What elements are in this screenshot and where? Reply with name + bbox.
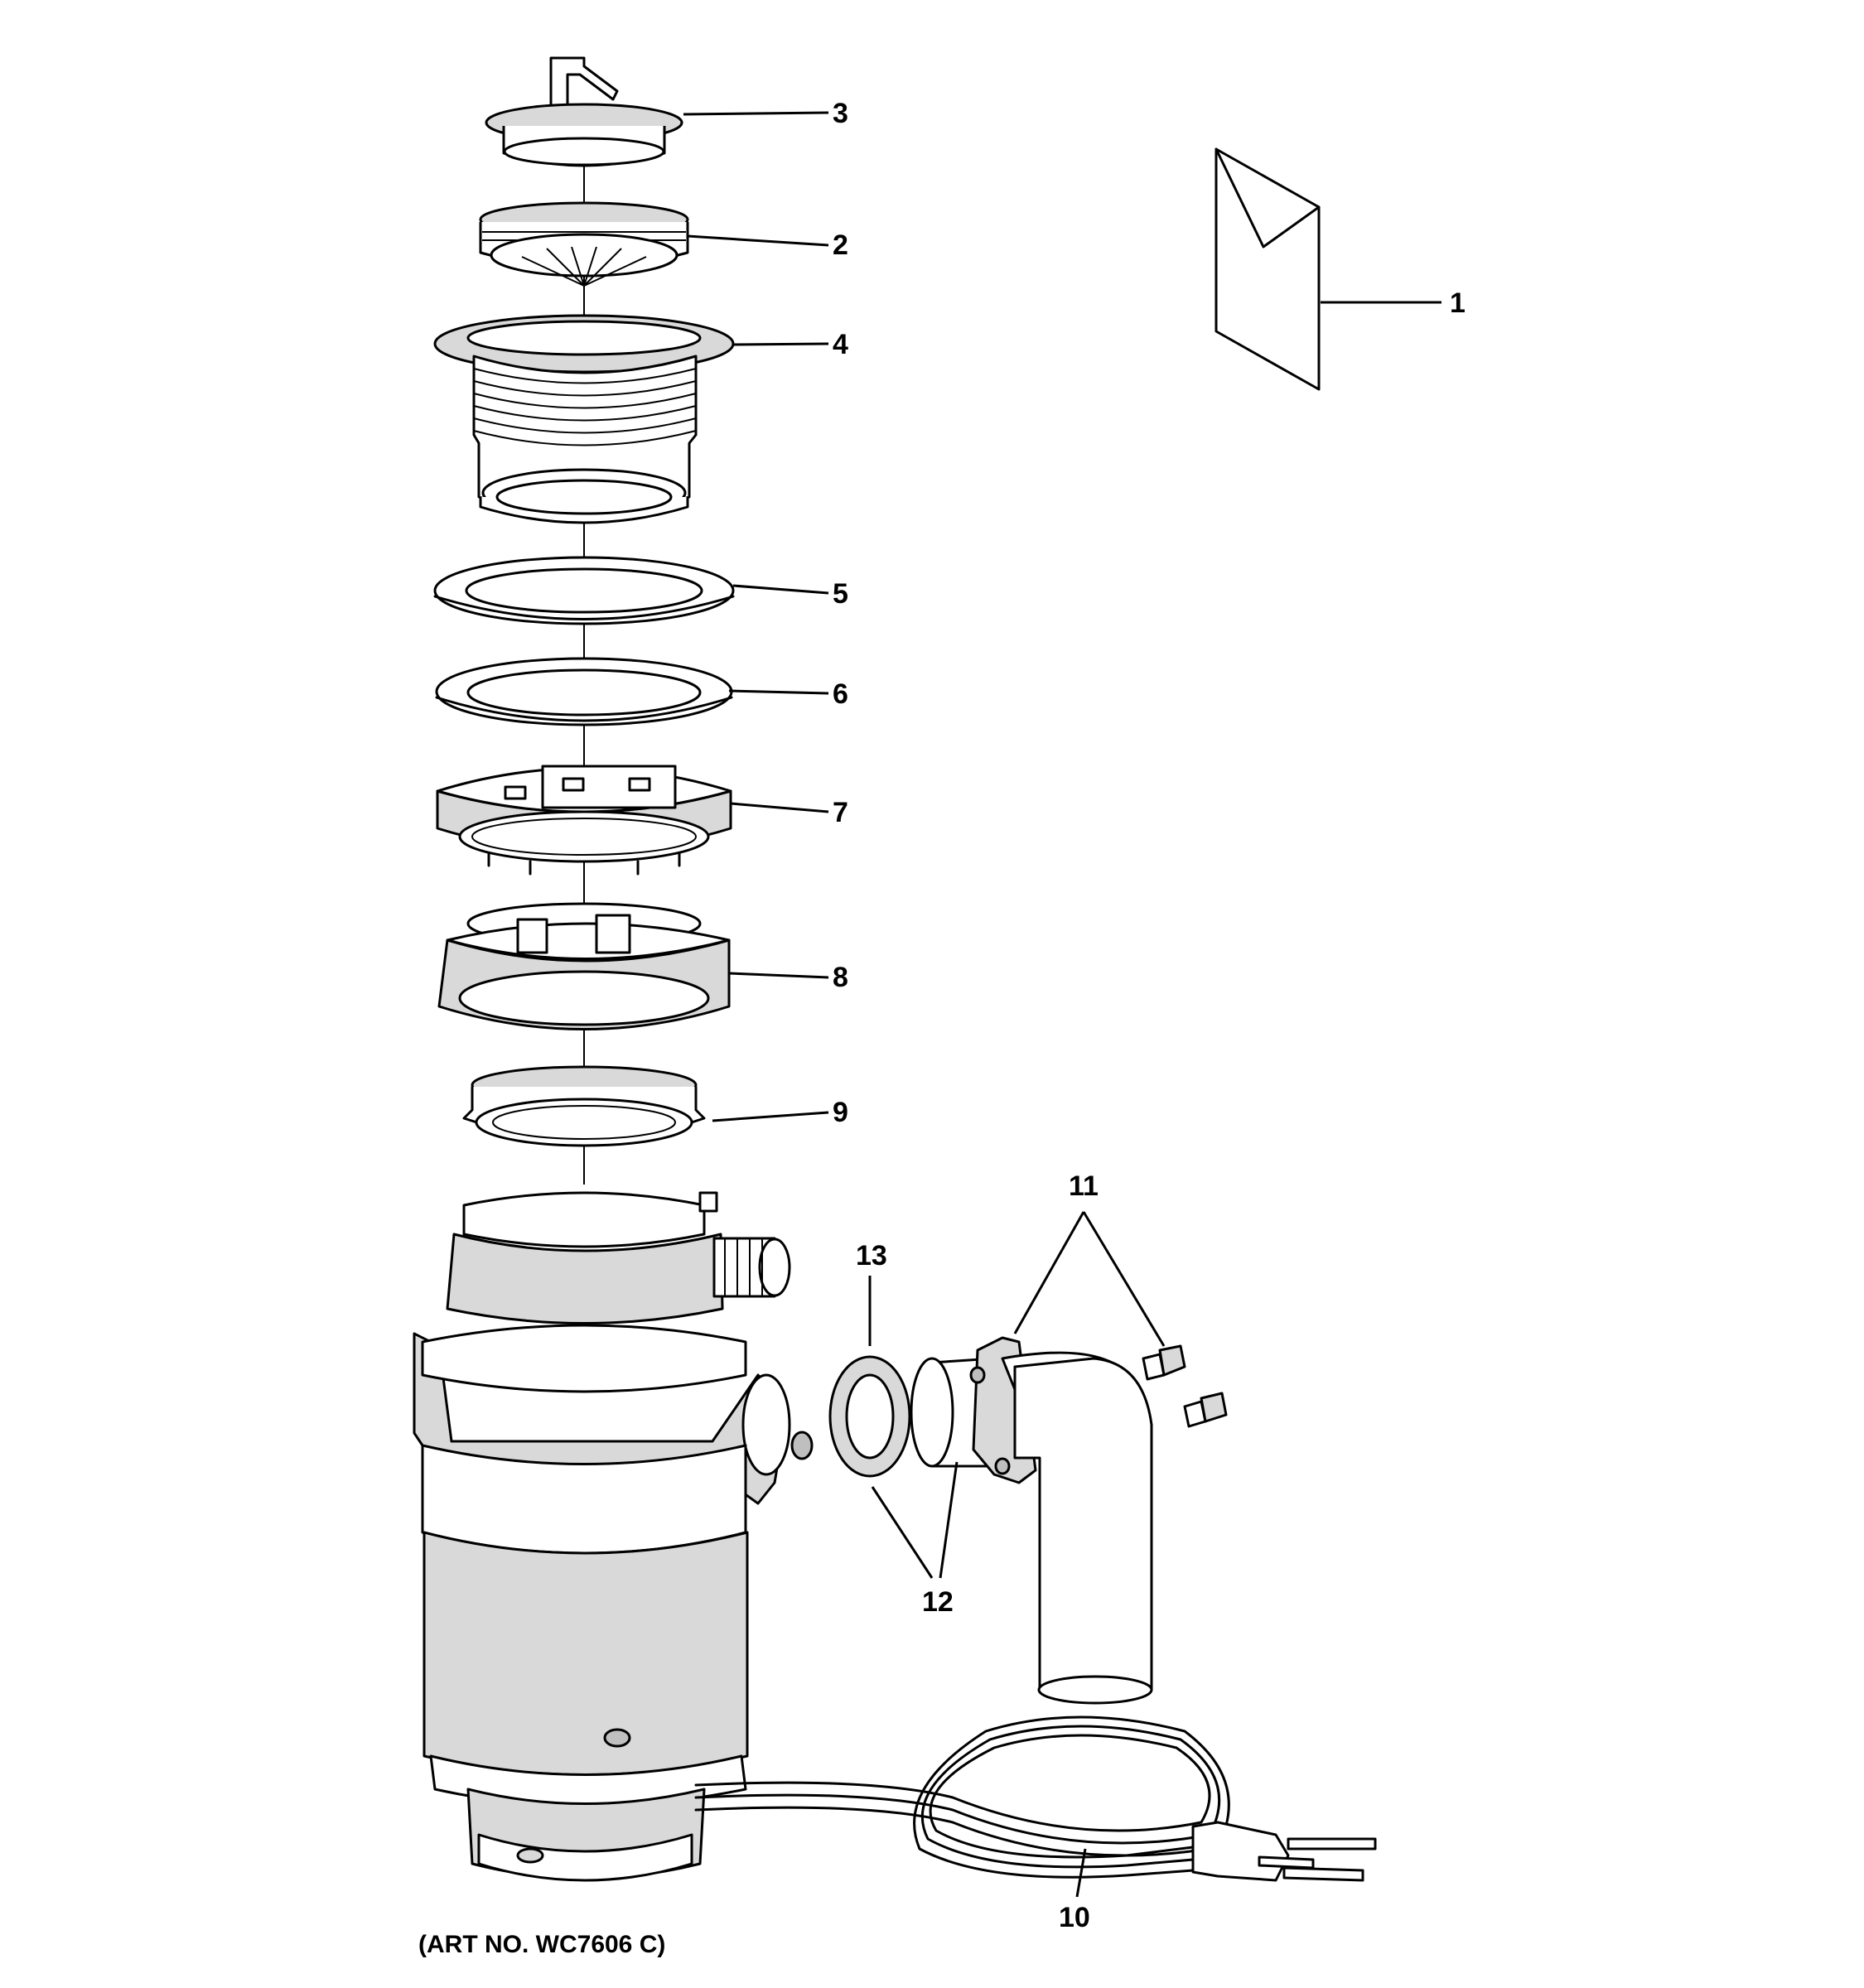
part-discharge-tube [910, 1336, 1153, 1705]
part-mounting-ring [436, 765, 732, 876]
part-bolts [1142, 1344, 1228, 1428]
callout-12: 12 [922, 1586, 954, 1618]
callout-labels: 1 2 3 4 5 6 7 8 9 10 11 12 13 [833, 98, 1466, 1933]
callout-11: 11 [1069, 1170, 1099, 1202]
part-fiber-gasket [433, 556, 735, 625]
callout-4: 4 [833, 329, 848, 360]
part-power-cord [694, 1715, 1377, 1882]
callout-2: 2 [833, 229, 848, 261]
callout-6: 6 [833, 678, 848, 710]
callout-7: 7 [833, 797, 848, 828]
callout-9: 9 [833, 1097, 848, 1128]
part-support-ring [437, 902, 731, 1030]
disposer-body [413, 1191, 814, 1882]
part-backup-ring [435, 657, 733, 726]
leader-lines [683, 111, 1441, 1898]
part-stopper [485, 56, 683, 167]
part-discharge-gasket [828, 1355, 911, 1478]
callout-5: 5 [833, 578, 848, 610]
callout-1: 1 [1450, 287, 1466, 319]
part-instruction-packet [1214, 147, 1321, 391]
callout-13: 13 [856, 1240, 887, 1271]
callout-3: 3 [833, 98, 848, 129]
part-cushion-mount [462, 1065, 706, 1147]
callout-10: 10 [1059, 1902, 1090, 1933]
part-sink-flange [433, 314, 735, 524]
art-number: (ART NO. WC7606 C) [418, 1931, 665, 1958]
part-baffle [479, 201, 689, 287]
callout-8: 8 [833, 962, 848, 993]
